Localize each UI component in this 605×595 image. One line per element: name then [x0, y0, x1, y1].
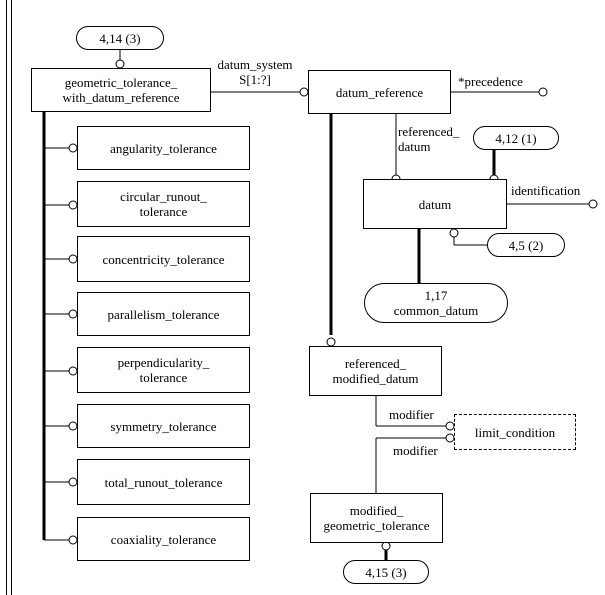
attr-identification: identification	[511, 183, 581, 198]
subtype-symmetry-tolerance: symmetry_tolerance	[77, 404, 250, 448]
subtype-coaxiality-tolerance: coaxiality_tolerance	[77, 517, 250, 561]
attr-precedence: *precedence	[458, 74, 523, 89]
page-ref-top: 4,14 (3)	[76, 26, 164, 50]
entity-datum-reference: datum_reference	[308, 70, 451, 114]
attr-referenced-datum: referenced_ datum	[398, 124, 460, 154]
entity-common-datum: 1,17 common_datum	[364, 283, 508, 323]
margin-rule-right	[11, 0, 12, 595]
subtype-total-runout-tolerance: total_runout_tolerance	[77, 459, 250, 505]
subtype-perpendicularity-tolerance: perpendicularity_ tolerance	[77, 347, 250, 393]
subtype-angularity-tolerance: angularity_tolerance	[77, 126, 250, 170]
margin-rule-left	[6, 0, 7, 595]
entity-referenced-modified-datum: referenced_ modified_datum	[309, 346, 442, 396]
page-ref-datum: 4,12 (1)	[473, 126, 559, 150]
attr-modifier-2: modifier	[393, 443, 438, 458]
subtype-concentricity-tolerance: concentricity_tolerance	[77, 236, 250, 282]
attr-modifier-1: modifier	[389, 407, 434, 422]
entity-datum: datum	[363, 179, 507, 229]
page-ref-bottom: 4,15 (3)	[343, 560, 429, 584]
page-ref-identification: 4,5 (2)	[487, 233, 565, 257]
subtype-circular-runout-tolerance: circular_runout_ tolerance	[77, 181, 250, 227]
attr-datum-system: datum_system S[1:?]	[217, 57, 293, 87]
entity-geometric-tolerance-with-datum-reference: geometric_tolerance_ with_datum_referenc…	[31, 68, 211, 112]
entity-limit-condition: limit_condition	[454, 414, 576, 450]
entity-modified-geometric-tolerance: modified_ geometric_tolerance	[310, 493, 443, 543]
subtype-parallelism-tolerance: parallelism_tolerance	[77, 292, 250, 336]
